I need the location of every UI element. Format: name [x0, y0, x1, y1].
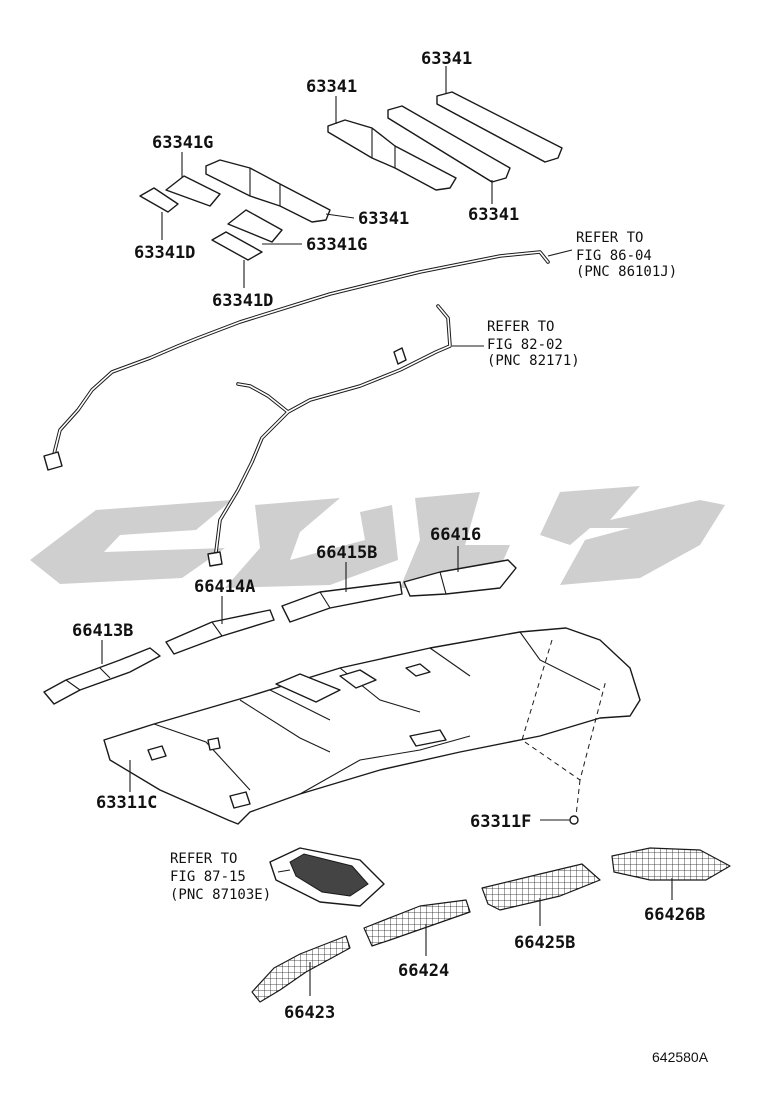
duct-66415b[interactable]: [281, 581, 403, 623]
ref2-line2: FIG 82-02: [487, 337, 563, 353]
label-63311f: 63311F: [470, 812, 531, 832]
label-66416: 66416: [430, 525, 481, 545]
label-66426b: 66426B: [644, 905, 705, 925]
ref1-line3: (PNC 86101J): [576, 264, 677, 280]
reference-note-2: REFER TO FIG 82-02 (PNC 82171): [487, 319, 580, 369]
ref3-line2: FIG 87-15: [170, 869, 246, 885]
reference-note-3: REFER TO FIG 87-15 (PNC 87103E): [170, 851, 271, 903]
pad-63341d-lower[interactable]: [211, 231, 263, 261]
label-63311c: 63311C: [96, 793, 157, 813]
ref2-line3: (PNC 82171): [487, 353, 580, 369]
label-66414a: 66414A: [194, 577, 255, 597]
ref3-line3: (PNC 87103E): [170, 887, 271, 903]
ref2-line1: REFER TO: [487, 319, 554, 335]
reference-note-1: REFER TO FIG 86-04 (PNC 86101J): [576, 230, 677, 280]
leader-lines-insulators: [309, 878, 673, 996]
label-66413b: 66413B: [72, 621, 133, 641]
label-66415b: 66415B: [316, 543, 377, 563]
label-63341-mid: 63341: [358, 209, 409, 229]
leader-lines-refs: [452, 249, 573, 347]
part-labels: 63341 63341 63341 63341 63341G 63341G 63…: [72, 49, 705, 1023]
duct-66416[interactable]: [403, 559, 517, 597]
dome-wire-harness[interactable]: [207, 304, 452, 567]
headliner-63311c[interactable]: [103, 627, 641, 825]
insulator-66425b[interactable]: [481, 863, 601, 911]
clip-63311f[interactable]: [569, 815, 579, 825]
pad-63341-middle-right[interactable]: [387, 105, 511, 183]
label-63341g-lower: 63341G: [306, 235, 367, 255]
insulator-66424[interactable]: [363, 899, 471, 947]
label-66424: 66424: [398, 961, 449, 981]
label-63341d-upper: 63341D: [134, 243, 195, 263]
roof-wire-harness[interactable]: [43, 250, 550, 471]
figure-code: 642580A: [652, 1049, 709, 1065]
pad-63341g-lower[interactable]: [227, 209, 283, 243]
leader-lines-headliner: [129, 760, 570, 821]
label-66423: 66423: [284, 1003, 335, 1023]
leader-lines-top: [161, 66, 493, 288]
ref3-line1: REFER TO: [170, 851, 237, 867]
pad-63341-lower-left[interactable]: [205, 159, 331, 223]
overhead-console[interactable]: [269, 847, 385, 907]
pad-63341-top-right[interactable]: [436, 91, 563, 163]
label-63341-top: 63341: [421, 49, 472, 69]
label-63341-right: 63341: [468, 205, 519, 225]
dashed-guide-lines: [521, 639, 607, 817]
pad-63341g-upper[interactable]: [165, 175, 221, 207]
ref1-line1: REFER TO: [576, 230, 643, 246]
label-66425b: 66425B: [514, 933, 575, 953]
leader-lines-ducts: [101, 546, 459, 664]
insulator-66426b[interactable]: [611, 847, 731, 881]
duct-66414a[interactable]: [165, 609, 275, 655]
pad-63341-upper-left[interactable]: [327, 119, 457, 191]
duct-66413b[interactable]: [43, 647, 161, 705]
pad-63341d-upper[interactable]: [139, 187, 179, 213]
label-63341g-upper: 63341G: [152, 133, 213, 153]
insulator-66423[interactable]: [251, 935, 351, 1003]
label-63341d-lower: 63341D: [212, 291, 273, 311]
label-63341-upper: 63341: [306, 77, 357, 97]
watermark-logo: [30, 486, 725, 588]
ref1-line2: FIG 86-04: [576, 248, 652, 264]
